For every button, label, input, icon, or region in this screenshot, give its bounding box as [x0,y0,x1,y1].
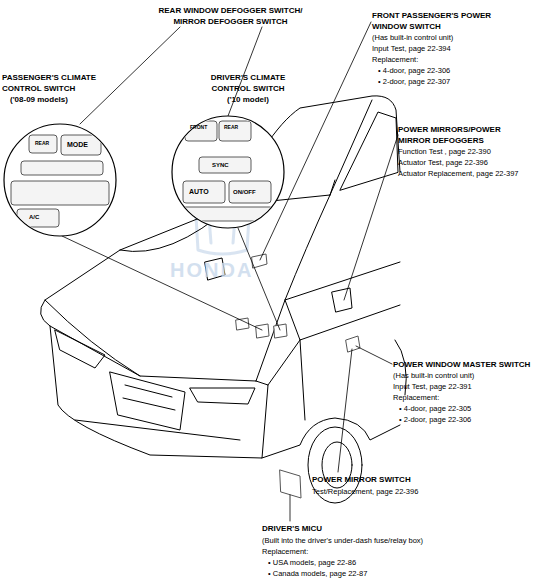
circle-outline [171,115,285,229]
leader-lines [62,22,398,521]
page-reference: Function Test , page 22-390 [398,146,491,157]
callout-note: (Built into the driver's under-dash fuse… [262,535,423,546]
callout-note: (Has built-in control unit) [372,32,453,43]
switch-button [11,181,109,205]
switch-button [199,157,251,173]
switch-button [61,135,101,155]
switch-inset-circle: FRONT REAR SYNC AUTO ON/OFF [171,115,285,229]
switch-button [229,181,271,203]
button-label: MODE [67,141,88,148]
page-reference: Replacement: [372,54,418,65]
switch-button [219,121,251,141]
switch-button [183,181,225,203]
callout-heading: PASSENGER'S CLIMATE CONTROL SWITCH [2,72,117,94]
button-label: A/C [29,214,39,220]
switch-buttons [181,121,273,221]
inset-circle [4,124,116,236]
page-reference: Replacement: [262,546,308,557]
page-reference: • 4-door, page 22-305 [399,403,471,414]
callout-note: ('10 model) [192,94,304,105]
callout-note: ('08-09 models) [10,94,68,105]
callout-heading: DRIVER'S MICU [262,523,322,534]
button-label: AUTO [189,188,209,195]
circle-outline [3,123,117,237]
page-reference: • 2-door, page 22-307 [378,76,450,87]
page-reference: • 4-door, page 22-306 [378,65,450,76]
switch-button [21,161,103,175]
callout-heading: POWER WINDOW MASTER SWITCH [393,359,530,370]
switch-button [185,121,217,141]
button-label: ON/OFF [233,189,256,195]
component-markers [236,254,360,498]
callout-heading: POWER MIRROR SWITCH [312,474,411,485]
page-reference: • 2-door, page 22-306 [399,414,471,425]
switch-button [17,209,59,227]
page-reference: Actuator Test, page 22-396 [398,157,488,168]
page-reference: Actuator Replacement, page 22-397 [398,168,519,179]
button-label: FRONT [190,125,207,130]
page-reference: • Canada models, page 22-87 [268,568,367,579]
button-label: REAR [35,141,49,146]
callout-heading: FRONT PASSENGER'S POWER WINDOW SWITCH [372,10,494,32]
callout-note: (Has built-in control unit) [393,370,474,381]
page-reference: Replacement: [393,392,439,403]
callout-heading: POWER MIRRORS/POWER MIRROR DEFOGGERS [398,124,518,146]
callout-heading: DRIVER'S CLIMATE CONTROL SWITCH [192,72,304,94]
switch-button [181,207,273,221]
watermark: HONDA [170,258,253,282]
button-label: REAR [224,125,238,130]
page-reference: Input Test, page 22-391 [393,381,472,392]
switch-inset-circle: REAR MODE A/C [3,123,117,237]
page-reference: Input Test, page 22-394 [372,43,451,54]
page-reference: • USA models, page 22-86 [268,557,356,568]
switch-button [29,135,57,153]
switch-buttons [11,135,109,227]
car-grille-lights [55,330,255,440]
button-label: SYNC [212,162,229,168]
callout-heading: REAR WINDOW DEFOGGER SWITCH/ MIRROR DEFO… [143,5,318,27]
page-reference: Test/Replacement, page 22-396 [312,486,418,497]
inset-circle [172,116,284,228]
